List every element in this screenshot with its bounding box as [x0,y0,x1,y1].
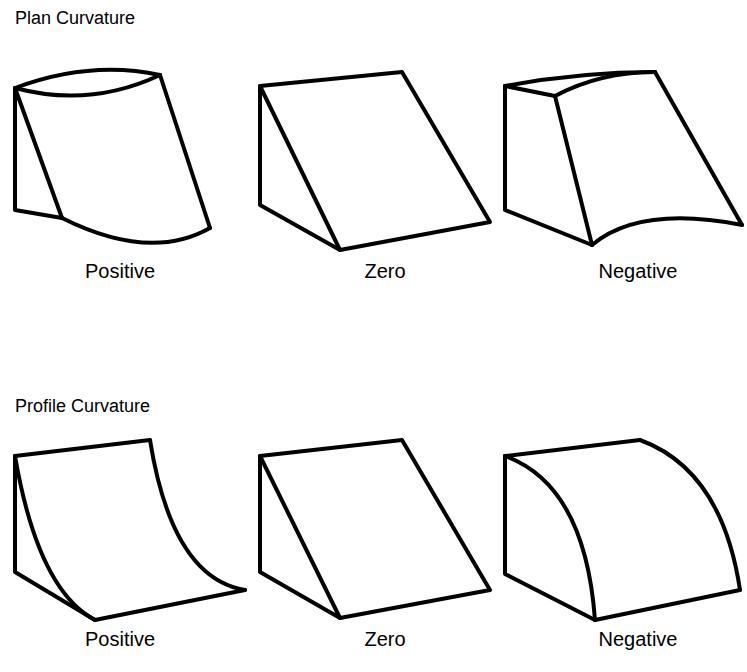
wedge-edge [15,440,150,456]
wedge-edge [62,218,210,243]
wedge-edge [640,440,740,590]
section-heading: Plan Curvature [15,8,135,30]
wedge-edge [15,456,95,620]
case-label: Zero [364,627,405,651]
wedge-edge [150,440,245,590]
case-label: Zero [364,259,405,283]
wedge-edge [260,456,340,618]
wedge-edge [15,88,62,218]
wedge-edge [655,72,742,225]
wedge-edge [260,440,490,618]
wedge-edge [555,96,592,245]
wedge-edge [15,456,95,620]
wedge-edge [15,88,62,218]
wedge-edge [505,86,592,245]
wedge-edge [160,75,210,228]
wedge-edge [505,456,595,620]
case-label: Positive [85,259,155,283]
wedge-edge [505,72,655,96]
section-heading: Profile Curvature [15,396,150,418]
wedge-edge [505,456,595,620]
wedge-edge [592,218,742,245]
wedge-edge [505,440,640,456]
wedge-edge [260,86,340,250]
case-label: Negative [599,259,678,283]
wedge-edge [15,75,160,96]
case-label: Negative [599,627,678,651]
case-label: Positive [85,627,155,651]
wedge-edge [95,590,245,620]
wedge-edge [595,590,740,620]
wedge-edge [260,72,490,250]
